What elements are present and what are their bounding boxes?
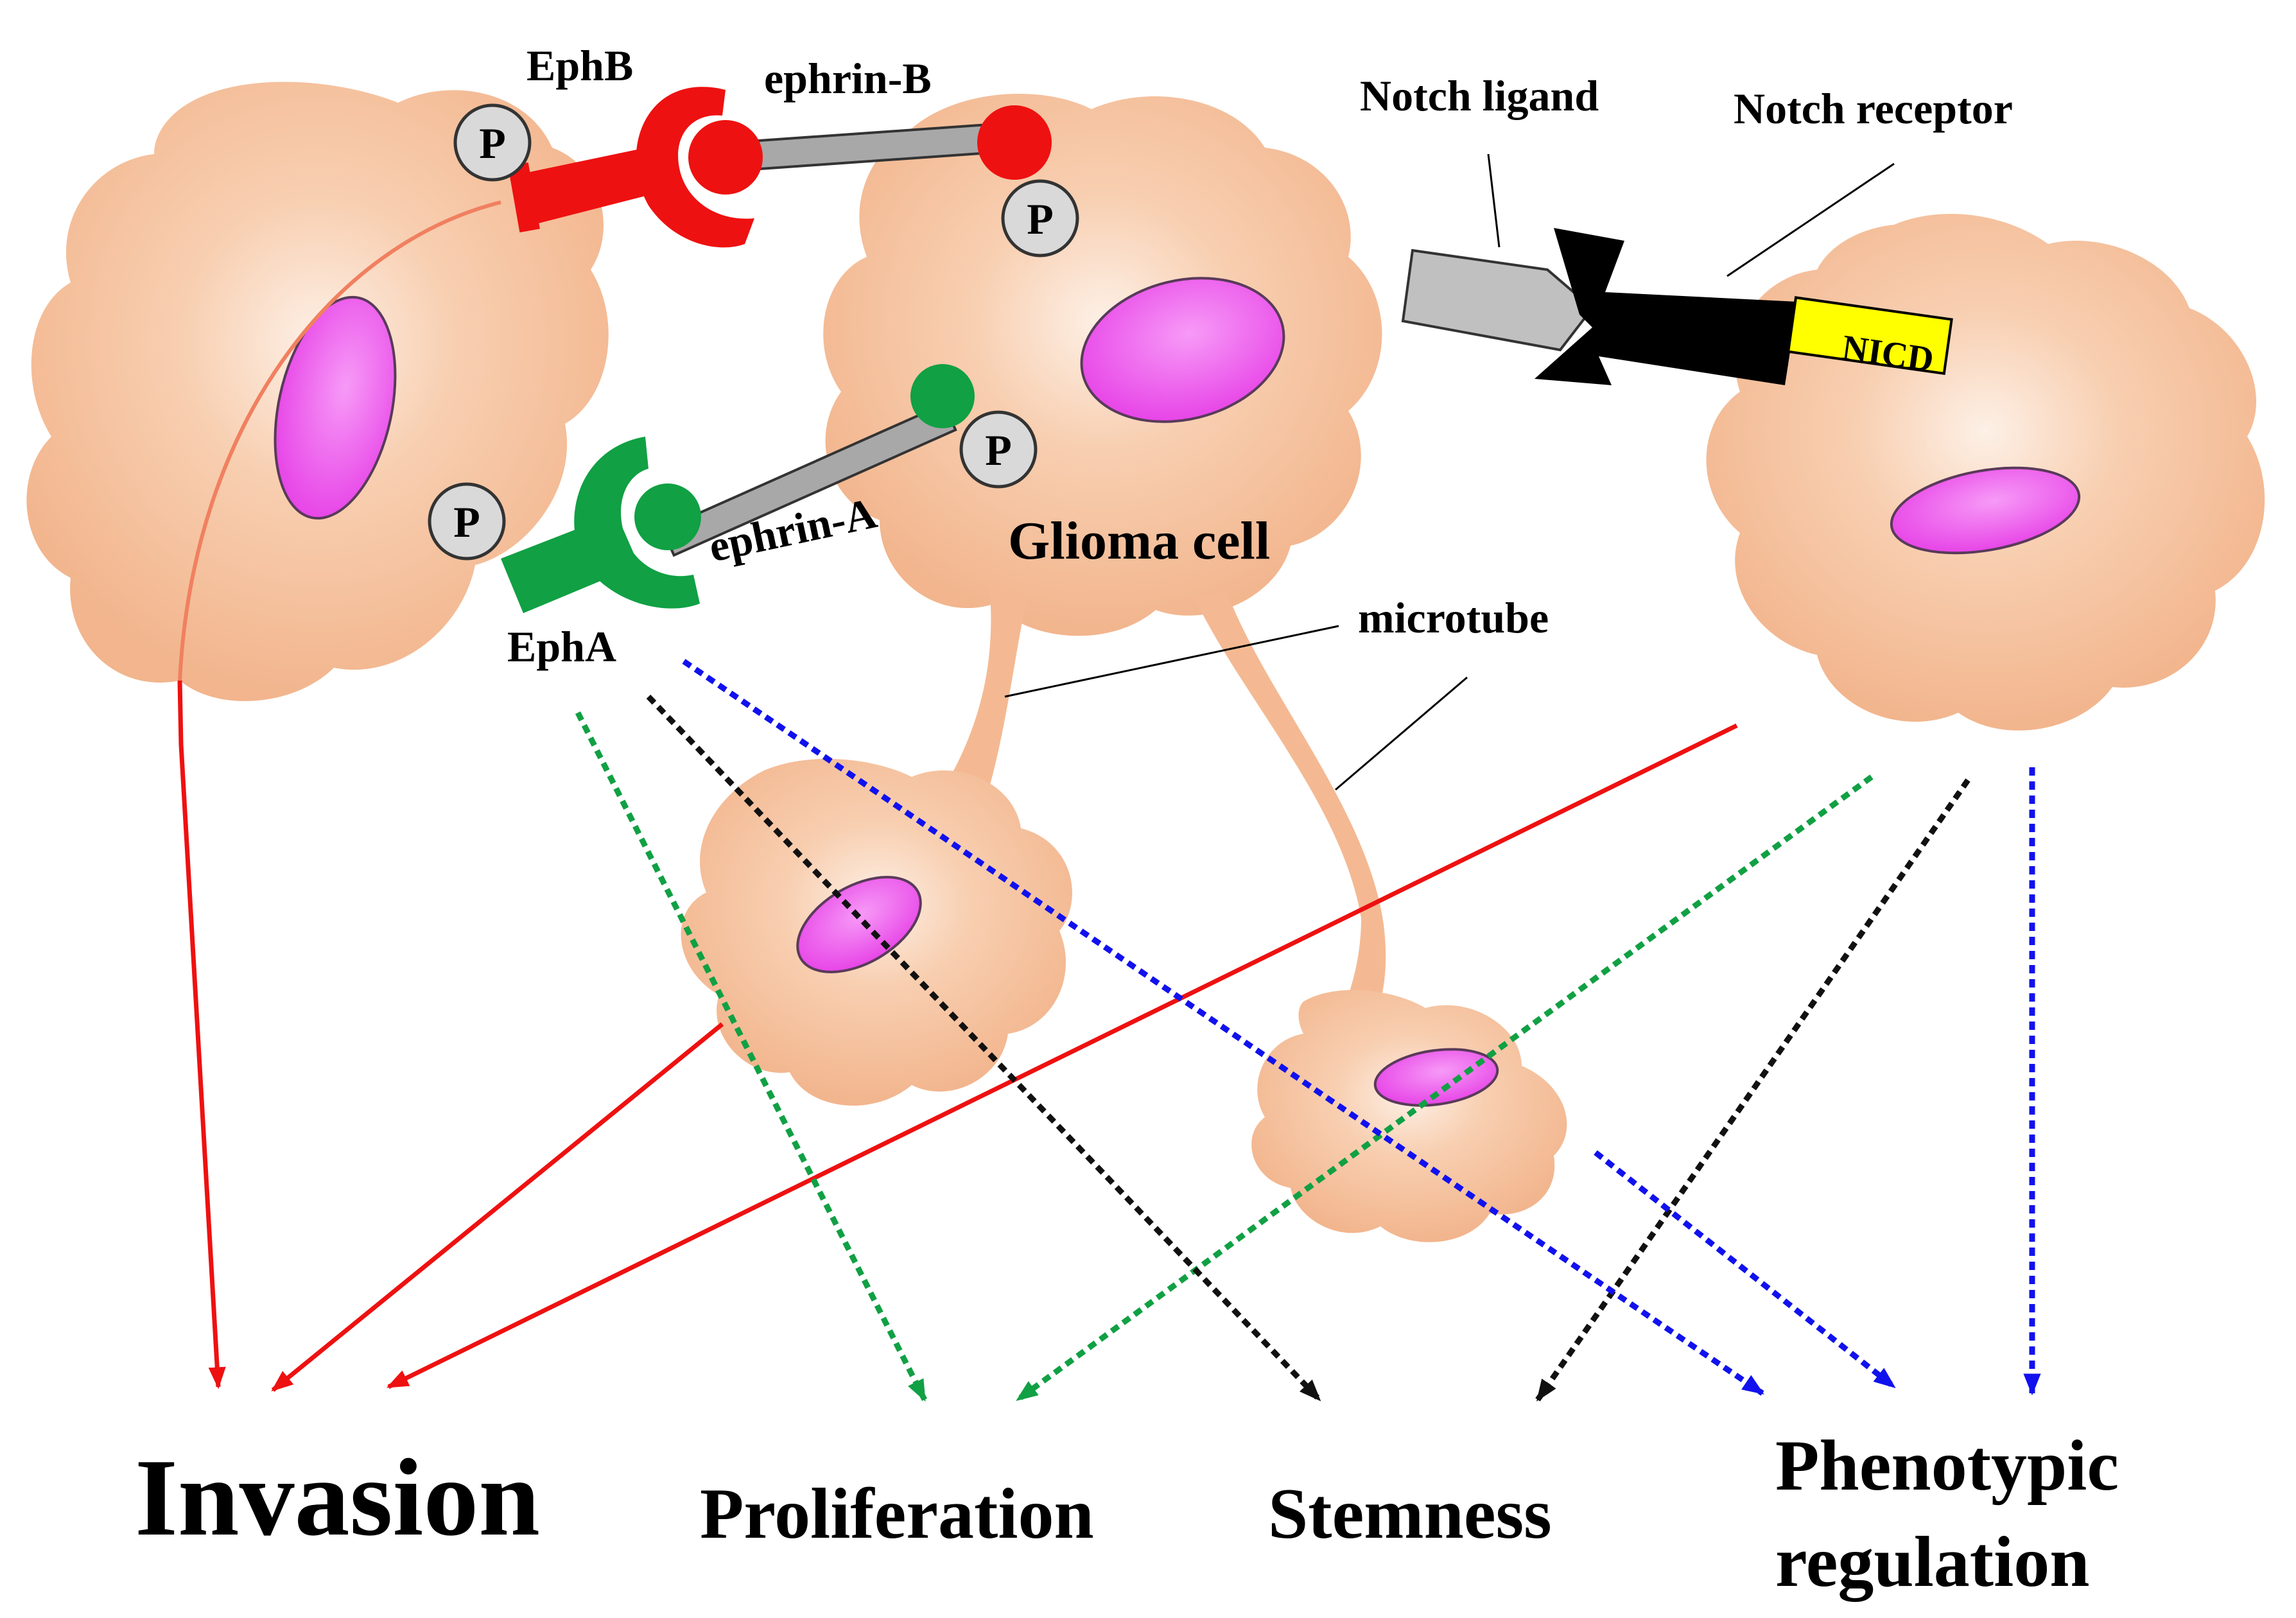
phospho-ephb-label: P: [479, 119, 506, 168]
ephb-receptor-stem: [523, 144, 671, 225]
left-cell-nucleus: [274, 295, 397, 520]
phospho-epha: P: [428, 482, 506, 561]
outcome-stemness: Stemness: [1268, 1474, 1552, 1554]
epha-label: EphA: [507, 622, 616, 671]
lower-left-cell-nucleus: [796, 876, 922, 973]
invasion-arrow-right-cell: [386, 723, 1738, 1389]
proliferation-arrow-right: [1016, 774, 1874, 1402]
ephrin-a-ball-left: [634, 483, 701, 550]
microtube-label: microtube: [1358, 593, 1549, 642]
phospho-ephrin-a: P: [959, 410, 1038, 489]
outcome-proliferation: Proliferation: [700, 1474, 1094, 1554]
phospho-ephrin-b: P: [1001, 179, 1079, 257]
ephb-receptor-cup: [636, 87, 754, 248]
epha-receptor-cup: [574, 437, 700, 609]
phospho-ephrin-a-label: P: [985, 426, 1012, 474]
microtube-to-lower-left-cell: [950, 578, 1027, 790]
invasion-inner-curve: [178, 200, 501, 681]
glioma-cell-label: Glioma cell: [1008, 511, 1270, 571]
phospho-ephrin-b-label: P: [1027, 195, 1054, 243]
microtube-leader-2: [1335, 676, 1468, 791]
lower-right-glioma-cell: [1251, 989, 1567, 1242]
microtube-to-lower-right-cell: [1194, 591, 1386, 1002]
ephrin-b-ball-left: [688, 120, 763, 195]
phenotypic-arrow-middle: [1594, 1150, 1896, 1389]
nicd-box: [1786, 296, 1953, 375]
ephb-label: EphB: [526, 41, 633, 90]
ephb-receptor-base: [508, 162, 540, 232]
notch-receptor-leader: [1726, 162, 1895, 277]
right-cell-nucleus: [1890, 466, 2081, 555]
notch-receptor-shape: [1535, 228, 1798, 385]
notch-receptor-label: Notch receptor: [1734, 84, 2013, 133]
outcome-phenotypic-line2: regulation: [1775, 1522, 2090, 1602]
phenotypic-arrow-left: [682, 659, 1764, 1396]
ephrin-b-ball-right: [977, 105, 1052, 180]
outcome-invasion: Invasion: [135, 1437, 540, 1559]
center-cell-nucleus: [1080, 277, 1285, 423]
phospho-ephb: P: [453, 103, 532, 182]
ephrin-a-ball-right: [910, 364, 975, 428]
invasion-arrow-left-cell: [177, 680, 226, 1389]
notch-ligand-shape: [1401, 248, 1594, 352]
microtube-leader-1: [1004, 625, 1339, 698]
stemness-arrow-right: [1535, 778, 1970, 1402]
notch-ligand-leader: [1487, 153, 1500, 248]
proliferation-arrow-left: [575, 711, 928, 1402]
ephrin-b-label: ephrin-B: [764, 54, 932, 103]
stemness-arrow-left: [646, 694, 1322, 1402]
invasion-arrow-lower-left-cell: [271, 1022, 724, 1392]
outcome-phenotypic-line1: Phenotypic: [1775, 1426, 2119, 1506]
phospho-epha-label: P: [453, 498, 480, 546]
lower-right-cell-nucleus: [1373, 1048, 1499, 1107]
notch-ligand-label: Notch ligand: [1360, 71, 1599, 120]
